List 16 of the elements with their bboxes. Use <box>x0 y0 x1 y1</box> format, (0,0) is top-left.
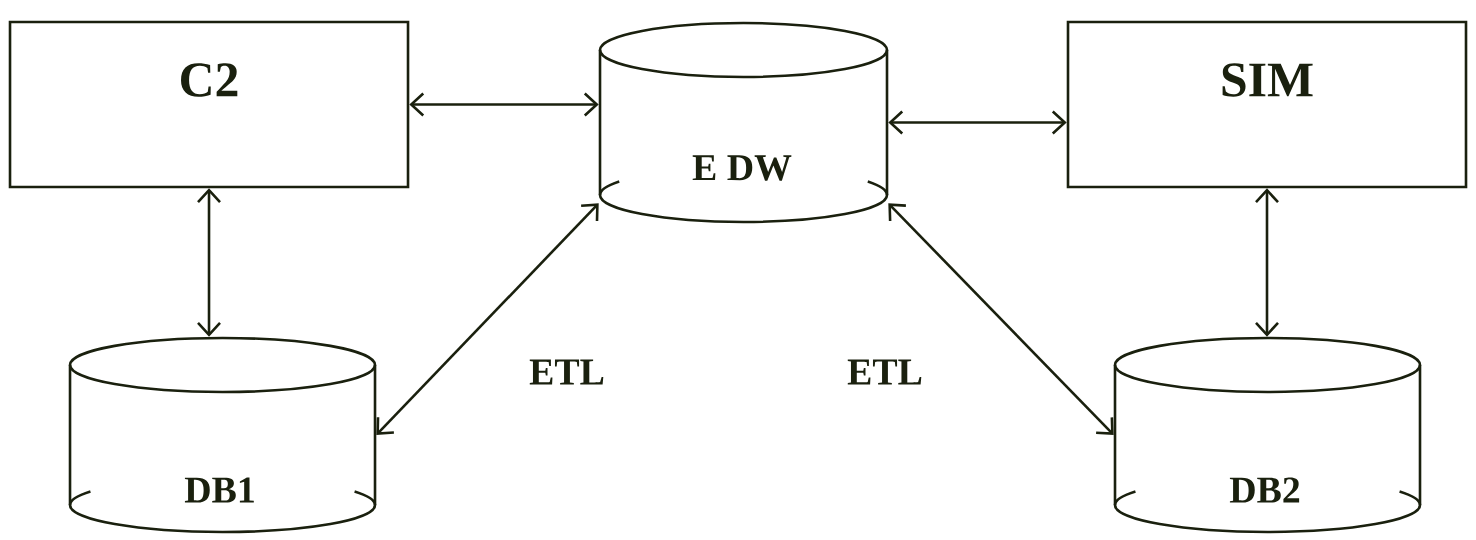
node-label: DB1 <box>184 477 254 503</box>
process-box: C2 <box>8 20 410 189</box>
arrow <box>409 92 599 117</box>
process-box: SIM <box>1066 20 1468 189</box>
arrow <box>1255 188 1279 337</box>
etl-label: ETL <box>847 359 922 385</box>
database-cylinder: DB1 <box>68 336 377 534</box>
node-label: E DW <box>692 155 792 181</box>
arrow <box>888 110 1067 135</box>
node-label: DB2 <box>1229 477 1300 503</box>
database-cylinder: DB2 <box>1113 336 1422 534</box>
arrow <box>888 203 1114 435</box>
arrow <box>197 188 221 337</box>
arrow <box>376 203 599 435</box>
database-cylinder: E DW <box>598 21 889 224</box>
etl-label: ETL <box>529 359 604 385</box>
